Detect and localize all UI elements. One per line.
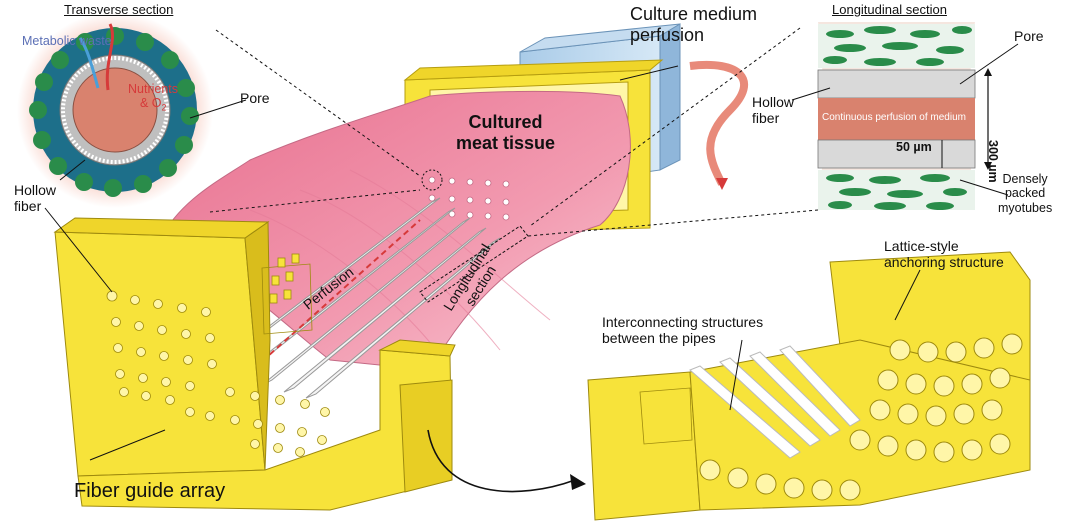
dim-50-label: 50 µm: [896, 140, 932, 154]
fiber-guide-array-label: Fiber guide array: [74, 480, 226, 502]
perfusion-tube-arrow: [716, 178, 728, 190]
o2-subscript: 2: [161, 102, 167, 113]
cultured-meat-line2: meat tissue: [456, 132, 556, 153]
longitudinal-marker: [419, 225, 529, 303]
longitudinal-title: Longitudinal section: [832, 2, 947, 17]
longitudinal-hollow-line2: fiber: [752, 110, 780, 127]
guide-holes: [106, 290, 330, 457]
o2-label: & O2: [140, 96, 167, 113]
guide-small-squares: [269, 253, 300, 304]
o2-text: & O: [140, 96, 162, 110]
detail-arrow: [427, 429, 576, 493]
perfusion-tube: [689, 61, 749, 186]
metabolic-waste-label: Metabolic waste: [22, 34, 112, 48]
detail-arrowhead: [570, 474, 586, 490]
transverse-hollow-line1: Hollow: [14, 182, 57, 198]
lattice-line1: Lattice-style: [884, 238, 959, 254]
anchoring-structure: [587, 251, 1031, 521]
nutrients-label: Nutrients: [128, 82, 179, 96]
leader-lines: [44, 27, 1019, 461]
myotubes-line3: myotubes: [998, 200, 1053, 215]
transverse-title: Transverse section: [64, 2, 174, 17]
culture-medium-line2: perfusion: [630, 24, 705, 45]
lattice-line2: anchoring structure: [884, 254, 1004, 271]
culture-medium-line1: Culture medium: [630, 4, 758, 24]
myotubes-line1: Densely: [1002, 172, 1048, 186]
metabolic-waste-text: Metabolic waste: [22, 34, 112, 48]
longitudinal-pore-label: Pore: [1014, 28, 1044, 44]
tissue-fiber-openings: [428, 176, 510, 221]
longitudinal-section: [817, 22, 992, 210]
transverse-pore-label: Pore: [240, 90, 270, 106]
cultured-meat-line1: Cultured: [468, 112, 543, 132]
myotubes-line2: packed: [1004, 186, 1046, 201]
interconnecting-line2: between the pipes: [602, 330, 716, 347]
interconnecting-line1: Interconnecting structures: [602, 314, 764, 330]
continuous-perfusion-label: Continuous perfusion of medium: [822, 112, 966, 123]
hollow-fiber-rods: [217, 197, 501, 399]
longitudinal-hollow-line1: Hollow: [752, 94, 795, 110]
transverse-section: [17, 12, 213, 208]
transverse-hollow-line2: fiber: [14, 198, 42, 215]
zoom-circle: [421, 169, 443, 191]
perfusion-dashed-path: [209, 219, 421, 409]
